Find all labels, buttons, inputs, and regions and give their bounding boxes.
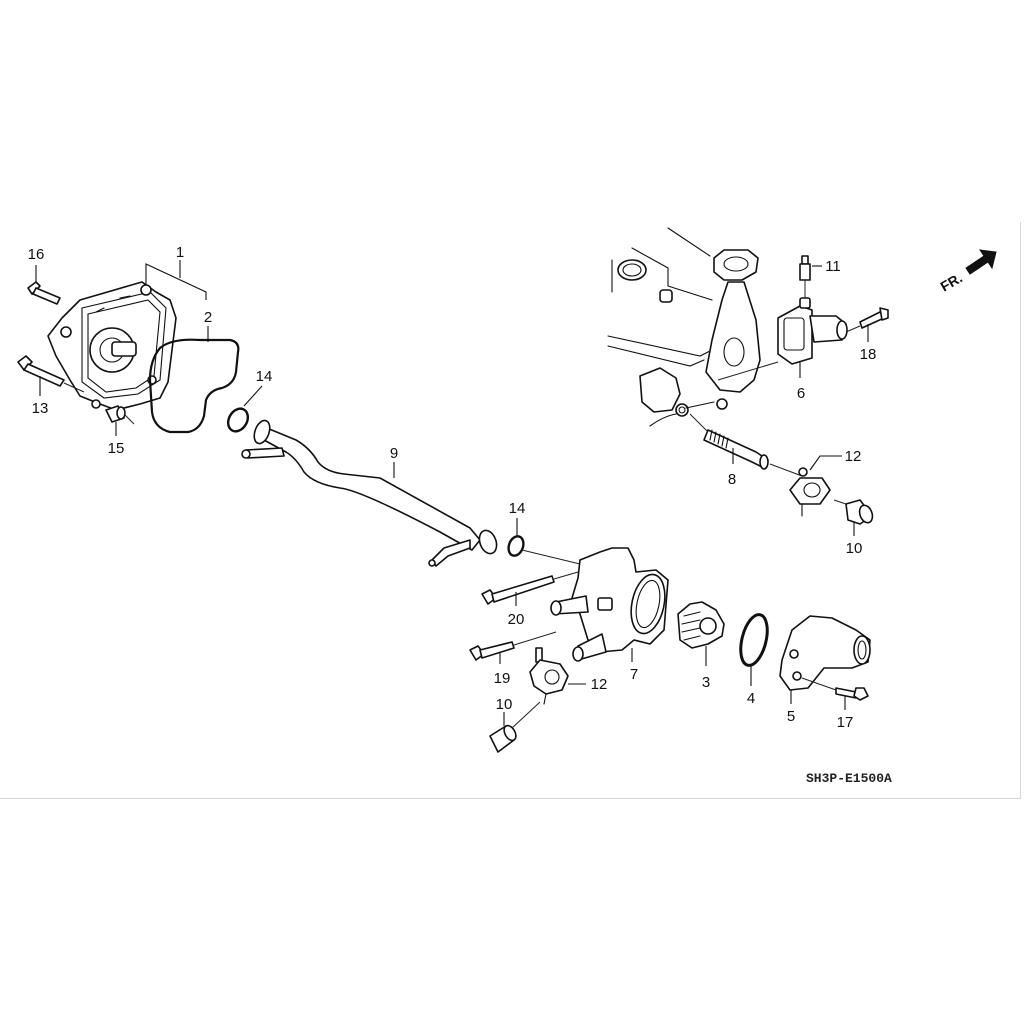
callout-18: 18 [860,346,877,363]
bolt-13[interactable] [17,355,65,387]
o-ring-14-right[interactable] [506,534,526,558]
callout-20: 20 [508,611,525,628]
water-pipe-9[interactable] [241,418,500,567]
thermostat-3[interactable] [677,601,725,649]
front-label: FR. [938,269,966,294]
front-arrow-icon [965,249,997,275]
callout-12-upper: 12 [845,448,862,465]
callout-14-right: 14 [509,500,526,517]
o-ring-14-left[interactable] [224,405,252,435]
callout-7: 7 [630,666,638,683]
callout-11: 11 [825,258,841,275]
engine-block [607,227,761,427]
callout-14-left: 14 [256,368,273,385]
callout-19: 19 [494,670,511,687]
cap-10-upper[interactable] [845,499,875,525]
callout-12-lower: 12 [591,676,608,693]
bolt-20[interactable] [481,575,555,605]
bolt-17[interactable] [835,687,869,701]
bolt-19[interactable] [469,641,515,661]
callout-1: 1 [176,244,184,261]
bolt-16[interactable] [27,281,61,305]
cap-10-lower[interactable] [489,724,518,753]
pump-gasket[interactable] [148,338,240,434]
thermostat-housing-7[interactable] [550,547,670,662]
thermostat-cover-5[interactable] [779,615,871,691]
callout-13: 13 [32,400,49,417]
callout-9: 9 [390,445,398,462]
water-pump[interactable] [47,281,177,411]
dowel-pin-15[interactable] [105,405,126,423]
thermostat-gasket-4[interactable] [736,612,772,668]
diagram-code: SH3P-E1500A [806,771,892,786]
water-outlet-6[interactable] [777,297,848,365]
callout-5: 5 [787,708,795,725]
bleed-bolt-12-upper[interactable] [789,467,831,517]
bleed-bolt-11[interactable] [799,255,811,281]
water-pipe-8[interactable] [703,429,769,470]
front-direction-indicator: FR. [938,249,997,295]
callout-10-upper: 10 [846,540,863,557]
callout-15: 15 [108,440,125,457]
callout-10-lower: 10 [496,696,513,713]
callout-16: 16 [28,246,45,263]
callout-4: 4 [747,690,755,707]
callout-2: 2 [204,309,212,326]
callout-6: 6 [797,385,805,402]
callout-3: 3 [702,674,710,691]
callout-1-bracket [145,263,207,300]
diagram-frame [0,222,1021,799]
bleed-bolt-12-lower[interactable] [529,647,569,705]
bolt-18[interactable] [859,307,889,329]
callout-17: 17 [837,714,854,731]
callout-8: 8 [728,471,736,488]
